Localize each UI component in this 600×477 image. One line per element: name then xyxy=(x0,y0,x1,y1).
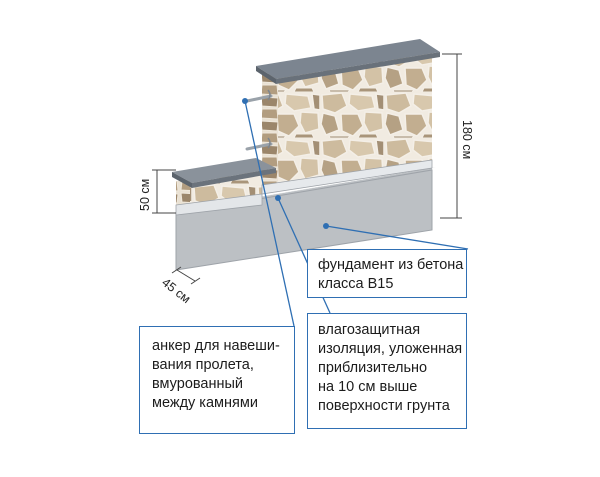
callout-waterproofing-line-1: влагозащитная xyxy=(318,322,421,338)
callout-waterproofing-line-2: изоляция, уложенная xyxy=(318,341,463,357)
label-width: 45 см xyxy=(159,275,193,306)
low-wall-cap xyxy=(172,158,276,188)
callout-waterproofing-line-5: поверхности грунта xyxy=(318,398,450,414)
callout-foundation: фундамент из бетона класса В15 xyxy=(307,249,467,298)
callout-foundation-line-1: фундамент из бетона xyxy=(318,257,464,273)
label-height-high: 180 см xyxy=(460,120,474,159)
anchor-bars xyxy=(245,94,273,151)
dimension-width xyxy=(171,266,201,285)
leader-foundation xyxy=(325,225,469,250)
callout-waterproofing: влагозащитная изоляция, уложенная прибли… xyxy=(307,313,467,429)
anchor-hooks xyxy=(267,89,271,149)
callout-waterproofing-line-4: на 10 см выше xyxy=(318,379,418,395)
pillar-cap xyxy=(256,39,440,84)
callout-foundation-line-2: класса В15 xyxy=(318,276,394,292)
dimension-height-low xyxy=(152,169,176,214)
callout-anchor-line-4: между камнями xyxy=(152,395,258,411)
label-height-low: 50 см xyxy=(138,179,152,211)
leader-anchor xyxy=(244,100,295,327)
callout-anchor-line-2: вания пролета, xyxy=(152,357,254,373)
dimension-height-high xyxy=(440,53,462,219)
callout-anchor: анкер для навеши- вания пролета, вмурова… xyxy=(139,326,295,434)
callout-anchor-line-3: вмурованный xyxy=(152,376,244,392)
callout-anchor-line-1: анкер для навеши- xyxy=(152,338,280,354)
leader-dots xyxy=(242,98,329,229)
callout-waterproofing-line-3: приблизительно xyxy=(318,360,428,376)
